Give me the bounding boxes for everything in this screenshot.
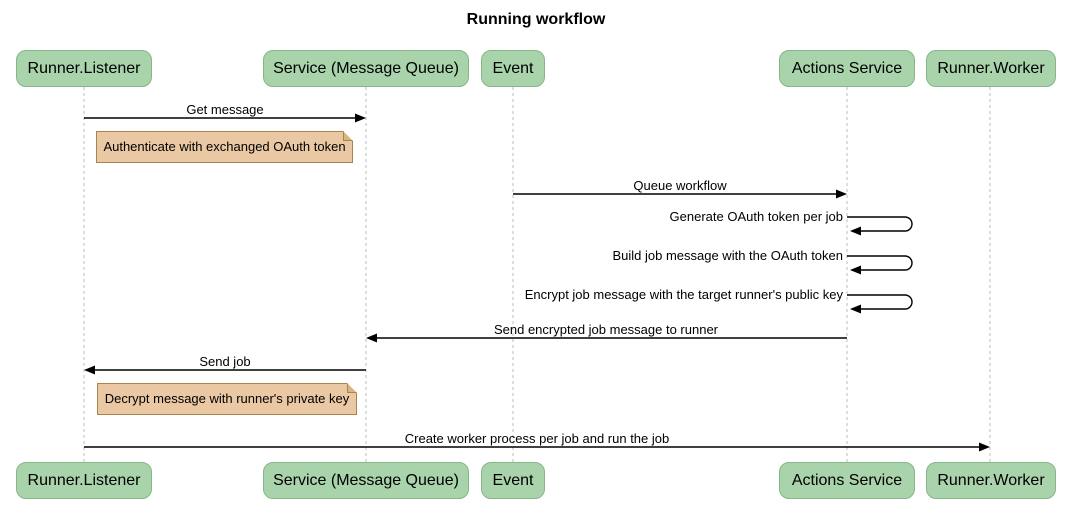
message-label-send-encrypted: Send encrypted job message to runner xyxy=(493,322,719,337)
arrowhead-build-message xyxy=(850,265,861,275)
selfloop-generate-token xyxy=(847,216,913,232)
selfloop-build-message xyxy=(847,255,913,271)
message-label-create-worker: Create worker process per job and run th… xyxy=(404,431,670,446)
message-label-generate-token: Generate OAuth token per job xyxy=(669,209,843,224)
actor-bottom-event: Event xyxy=(481,462,545,499)
arrowhead-create-worker xyxy=(979,442,990,452)
actor-bottom-runner-listener: Runner.Listener xyxy=(16,462,152,499)
arrowhead-encrypt-message xyxy=(850,304,861,314)
message-label-encrypt-message: Encrypt job message with the target runn… xyxy=(524,287,843,302)
arrowhead-get-message xyxy=(355,113,366,123)
note-fold-icon xyxy=(343,131,353,141)
actor-bottom-runner-worker: Runner.Worker xyxy=(926,462,1056,499)
arrowhead-generate-token xyxy=(850,226,861,236)
actor-top-event: Event xyxy=(481,50,545,87)
message-label-get-message: Get message xyxy=(186,102,264,117)
arrowhead-send-encrypted xyxy=(366,333,377,343)
actor-bottom-actions-service: Actions Service xyxy=(779,462,915,499)
selfloop-encrypt-message xyxy=(847,294,913,310)
actor-bottom-service-queue: Service (Message Queue) xyxy=(263,462,469,499)
actor-top-runner-worker: Runner.Worker xyxy=(926,50,1056,87)
actor-top-actions-service: Actions Service xyxy=(779,50,915,87)
message-label-build-message: Build job message with the OAuth token xyxy=(612,248,843,263)
actor-top-service-queue: Service (Message Queue) xyxy=(263,50,469,87)
actor-top-runner-listener: Runner.Listener xyxy=(16,50,152,87)
arrowhead-queue-workflow xyxy=(836,189,847,199)
message-label-send-job: Send job xyxy=(199,354,251,369)
diagram-title: Running workflow xyxy=(466,11,606,28)
note-fold-icon xyxy=(347,383,357,393)
note-decrypt: Decrypt message with runner's private ke… xyxy=(97,383,357,415)
message-label-queue-workflow: Queue workflow xyxy=(633,178,727,193)
arrowhead-send-job xyxy=(84,365,95,375)
note-authenticate: Authenticate with exchanged OAuth token xyxy=(96,131,353,163)
